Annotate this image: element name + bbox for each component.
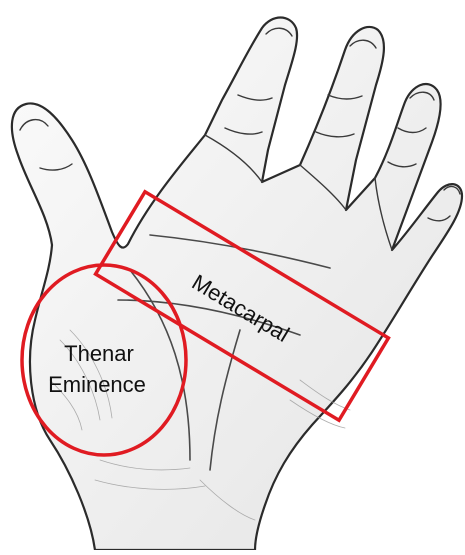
thenar-label-line1: Thenar — [64, 341, 134, 366]
thenar-label-line2: Eminence — [48, 372, 146, 397]
hand-outline — [12, 18, 462, 551]
hand-shape — [12, 18, 462, 551]
